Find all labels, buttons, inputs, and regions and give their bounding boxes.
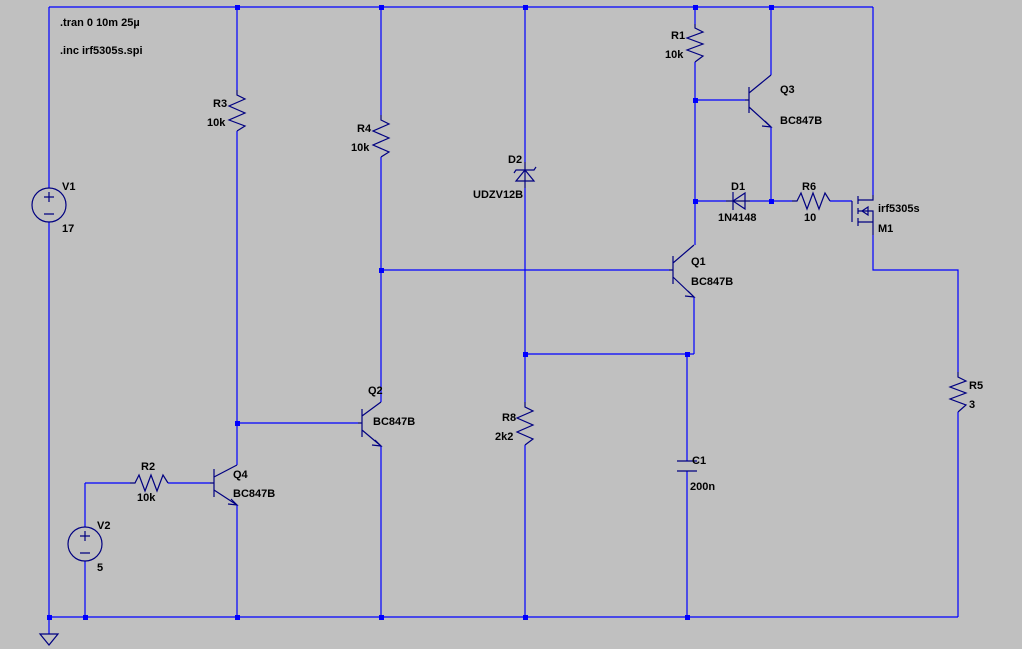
v1-name: V1 (62, 181, 75, 193)
r2-value: 10k (137, 492, 156, 504)
pmos-transistor-m1[interactable] (851, 195, 874, 235)
d1-value: 1N4148 (718, 212, 757, 224)
resistor-r2[interactable] (130, 473, 169, 493)
c1-name: C1 (692, 455, 706, 467)
capacitor-c1[interactable] (677, 460, 697, 472)
c1-value: 200n (690, 481, 715, 493)
npn-transistor-q2[interactable] (358, 401, 383, 447)
q4-value: BC847B (233, 488, 275, 500)
v2-name: V2 (97, 520, 110, 532)
d2-name: D2 (508, 154, 522, 166)
q3-name: Q3 (780, 84, 795, 96)
zener-diode-d2[interactable] (513, 162, 537, 188)
resistor-r3[interactable] (227, 90, 247, 132)
q3-value: BC847B (780, 115, 822, 127)
r5-name: R5 (969, 380, 983, 392)
diode-d1[interactable] (726, 191, 750, 211)
resistor-r8[interactable] (515, 402, 535, 446)
npn-transistor-q4[interactable] (210, 464, 239, 506)
tran-directive[interactable]: .tran 0 10m 25µ (60, 17, 140, 29)
r6-value: 10 (804, 212, 816, 224)
q2-value: BC847B (373, 416, 415, 428)
v2-value: 5 (97, 562, 103, 574)
npn-transistor-q1[interactable] (669, 244, 696, 298)
r8-value: 2k2 (495, 431, 513, 443)
resistor-r1[interactable] (685, 24, 705, 63)
r3-value: 10k (207, 117, 226, 129)
r4-value: 10k (351, 142, 370, 154)
r2-name: R2 (141, 461, 155, 473)
wires (48, 6, 959, 634)
resistor-r4[interactable] (371, 115, 391, 158)
npn-transistor-q3[interactable] (745, 74, 773, 128)
q1-value: BC847B (691, 276, 733, 288)
d2-value: UDZV12B (473, 189, 523, 201)
r6-name: R6 (802, 181, 816, 193)
d1-name: D1 (731, 181, 745, 193)
junction-dots (47, 5, 774, 620)
m1-value: irf5305s (878, 203, 920, 215)
voltage-source-v2[interactable] (67, 526, 103, 562)
r8-name: R8 (502, 412, 516, 424)
v1-value: 17 (62, 223, 74, 235)
ground-symbol[interactable] (38, 633, 60, 646)
r5-value: 3 (969, 399, 975, 411)
r3-name: R3 (213, 98, 227, 110)
r4-name: R4 (357, 123, 372, 135)
voltage-source-v1[interactable] (31, 187, 67, 223)
q2-name: Q2 (368, 385, 383, 397)
resistor-r6[interactable] (792, 191, 831, 211)
r1-value: 10k (665, 49, 684, 61)
q1-name: Q1 (691, 256, 706, 268)
r1-name: R1 (671, 30, 685, 42)
resistor-r5[interactable] (948, 372, 968, 413)
q4-name: Q4 (233, 469, 249, 481)
include-directive[interactable]: .inc irf5305s.spi (60, 45, 143, 57)
m1-name: M1 (878, 223, 893, 235)
